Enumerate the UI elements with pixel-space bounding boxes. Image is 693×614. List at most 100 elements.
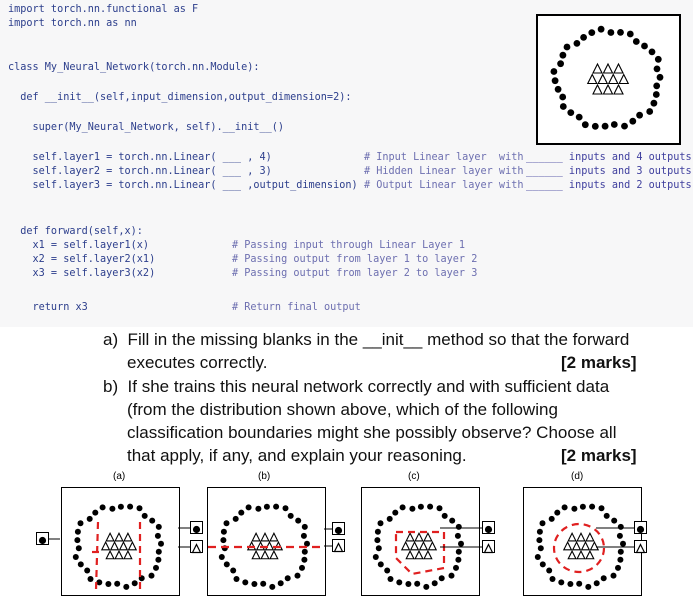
decision-boundary bbox=[552, 522, 606, 574]
code-line: class My_Neural_Network(torch.nn.Module)… bbox=[8, 62, 260, 73]
circle-point bbox=[396, 579, 403, 586]
circle-point bbox=[593, 580, 600, 587]
circle-point bbox=[579, 503, 586, 510]
circle-point bbox=[589, 503, 596, 510]
triangle-point bbox=[423, 532, 433, 542]
circle-point bbox=[616, 532, 623, 539]
circle-class-key bbox=[190, 521, 203, 534]
circle-point bbox=[127, 503, 134, 510]
circle-point bbox=[148, 572, 155, 579]
circle-point bbox=[387, 576, 394, 582]
triangle-point bbox=[597, 73, 609, 85]
circle-point bbox=[155, 523, 162, 530]
circle-point bbox=[220, 537, 227, 544]
circle-point bbox=[536, 528, 543, 535]
triangle-point bbox=[613, 62, 624, 74]
triangle-point bbox=[613, 83, 624, 95]
triangle-point bbox=[405, 549, 415, 560]
circle-points bbox=[534, 503, 626, 590]
circle-point bbox=[117, 503, 124, 510]
triangle-point bbox=[576, 532, 586, 542]
circle-point bbox=[386, 515, 393, 522]
circle-point bbox=[223, 520, 230, 527]
circle-point bbox=[284, 575, 291, 582]
code-line: super(My_Neural_Network, self).__init__(… bbox=[8, 122, 285, 133]
option-b-scatter bbox=[208, 503, 325, 590]
circle-point bbox=[621, 122, 628, 130]
circle-points bbox=[72, 503, 164, 590]
circle-point bbox=[74, 537, 81, 544]
circle-point bbox=[99, 504, 106, 511]
circle-point bbox=[141, 512, 148, 519]
triangle-point bbox=[414, 549, 424, 560]
question-b-line: classification boundaries might she poss… bbox=[127, 423, 617, 442]
circle-point bbox=[232, 515, 239, 522]
circle-point bbox=[617, 556, 624, 563]
circle-point bbox=[87, 576, 94, 582]
circle-point bbox=[591, 122, 599, 130]
triangle-point bbox=[127, 540, 138, 551]
circle-point bbox=[559, 103, 567, 110]
circle-point bbox=[300, 532, 307, 539]
option-c-scatter bbox=[372, 503, 464, 590]
triangle-point bbox=[418, 540, 429, 551]
circle-point bbox=[653, 65, 661, 73]
circle-point bbox=[75, 545, 82, 552]
circle-point bbox=[607, 29, 615, 36]
circle-point bbox=[567, 109, 575, 116]
triangle-point bbox=[571, 540, 582, 551]
triangle-point bbox=[427, 540, 438, 551]
circle-point bbox=[375, 545, 382, 552]
triangle-point bbox=[105, 549, 115, 560]
triangle-point bbox=[414, 532, 424, 542]
circle-point bbox=[551, 77, 559, 85]
circle-point bbox=[392, 509, 399, 516]
circle-point bbox=[374, 528, 381, 535]
circle-point bbox=[455, 523, 462, 530]
circle-triangle-scatter bbox=[550, 25, 664, 130]
circle-point bbox=[77, 520, 84, 527]
code-comment: # Passing output from layer 1 to layer 2 bbox=[232, 254, 478, 265]
code-line: return x3 bbox=[8, 302, 88, 313]
circle-point bbox=[149, 517, 156, 524]
triangle-point bbox=[567, 532, 577, 542]
circle-point bbox=[597, 25, 605, 33]
circle-point bbox=[557, 60, 564, 68]
triangle-point bbox=[592, 62, 603, 74]
circle-point bbox=[575, 113, 583, 121]
triangle-point bbox=[251, 549, 261, 560]
circle-point bbox=[641, 42, 648, 50]
circle-point bbox=[646, 108, 654, 115]
circle-point bbox=[652, 91, 660, 98]
circle-point bbox=[571, 505, 578, 512]
circle-point bbox=[558, 579, 565, 586]
marks-label: [2 marks] bbox=[561, 353, 637, 372]
circle-point bbox=[245, 504, 252, 511]
circle-point bbox=[559, 93, 567, 101]
option-d-scatter bbox=[534, 503, 626, 590]
circle-class-key bbox=[634, 521, 647, 534]
circle-points bbox=[550, 25, 664, 130]
triangle-point bbox=[118, 540, 129, 551]
circle-point bbox=[377, 561, 384, 568]
circle-point bbox=[550, 68, 558, 75]
code-line: import torch.nn.functional as F bbox=[8, 4, 199, 15]
triangle-point bbox=[423, 549, 433, 560]
option-label-c: (c) bbox=[408, 471, 420, 482]
circle-point bbox=[304, 540, 310, 547]
code-comment: ______ inputs and 4 outputs bbox=[526, 152, 692, 163]
code-comment: # Passing input through Linear Layer 1 bbox=[232, 240, 466, 251]
circle-points bbox=[218, 503, 310, 590]
circle-point bbox=[573, 40, 581, 47]
circle-point bbox=[580, 34, 587, 41]
circle-point bbox=[454, 532, 461, 539]
circle-point bbox=[301, 523, 308, 530]
triangle-point bbox=[607, 73, 619, 85]
circle-point bbox=[620, 540, 626, 547]
circle-point bbox=[155, 556, 162, 563]
circle-point bbox=[374, 537, 381, 544]
circle-point bbox=[438, 575, 445, 582]
triangle-point bbox=[251, 532, 261, 542]
option-box-b bbox=[207, 487, 326, 596]
circle-point bbox=[136, 505, 143, 512]
